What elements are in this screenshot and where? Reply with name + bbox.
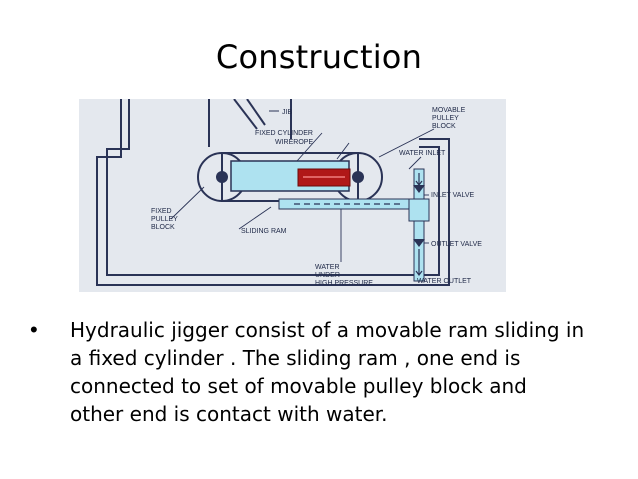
flow-arrows [294,173,423,276]
sliding-ram-label: SLIDING RAM [241,228,287,235]
diagram-background [79,99,506,292]
water-under-label-line-3: HIGH PRESSURE [315,280,373,287]
bullet-marker: • [30,317,38,342]
fixed-pulley-label-line-3: BLOCK [151,224,175,231]
fixed-pulley-label-line-1: FIXED [151,208,172,215]
leader-lines [170,128,435,262]
fixed-cylinder-label: FIXED CYLINDER [255,130,313,137]
wirerope-label: WIREROPE [275,139,313,146]
diagram-svg: JIB MOVABLE PULLEY BLOCK FIXED CYLINDER … [79,99,506,292]
outlet-valve-label: OUTLET VALVE [431,241,482,248]
water-pipes [278,168,430,282]
water-outlet-label: WATER OUTLET [417,278,472,285]
frame-structure [96,99,450,286]
jib-label: JIB [282,109,292,116]
fixed-pulley-label-line-2: PULLEY [151,216,178,223]
outlet-valve-symbol [413,239,425,247]
movable-pulley-label-line-3: BLOCK [432,123,456,130]
water-under-label-line-1: WATER [315,264,340,271]
hydraulic-jigger-diagram: JIB MOVABLE PULLEY BLOCK FIXED CYLINDER … [79,99,506,292]
inlet-valve-label: INLET VALVE [431,192,475,199]
inlet-valve-symbol [413,185,425,193]
movable-pulley-label-line-2: PULLEY [432,115,459,122]
slide-title: Construction [215,38,423,76]
water-under-label-line-2: UNDER [315,272,340,279]
bullet-text: Hydraulic jigger consist of a movable ra… [70,318,585,426]
movable-pulley-label-line-1: MOVABLE [432,107,466,114]
water-inlet-label: WATER INLET [399,150,446,157]
